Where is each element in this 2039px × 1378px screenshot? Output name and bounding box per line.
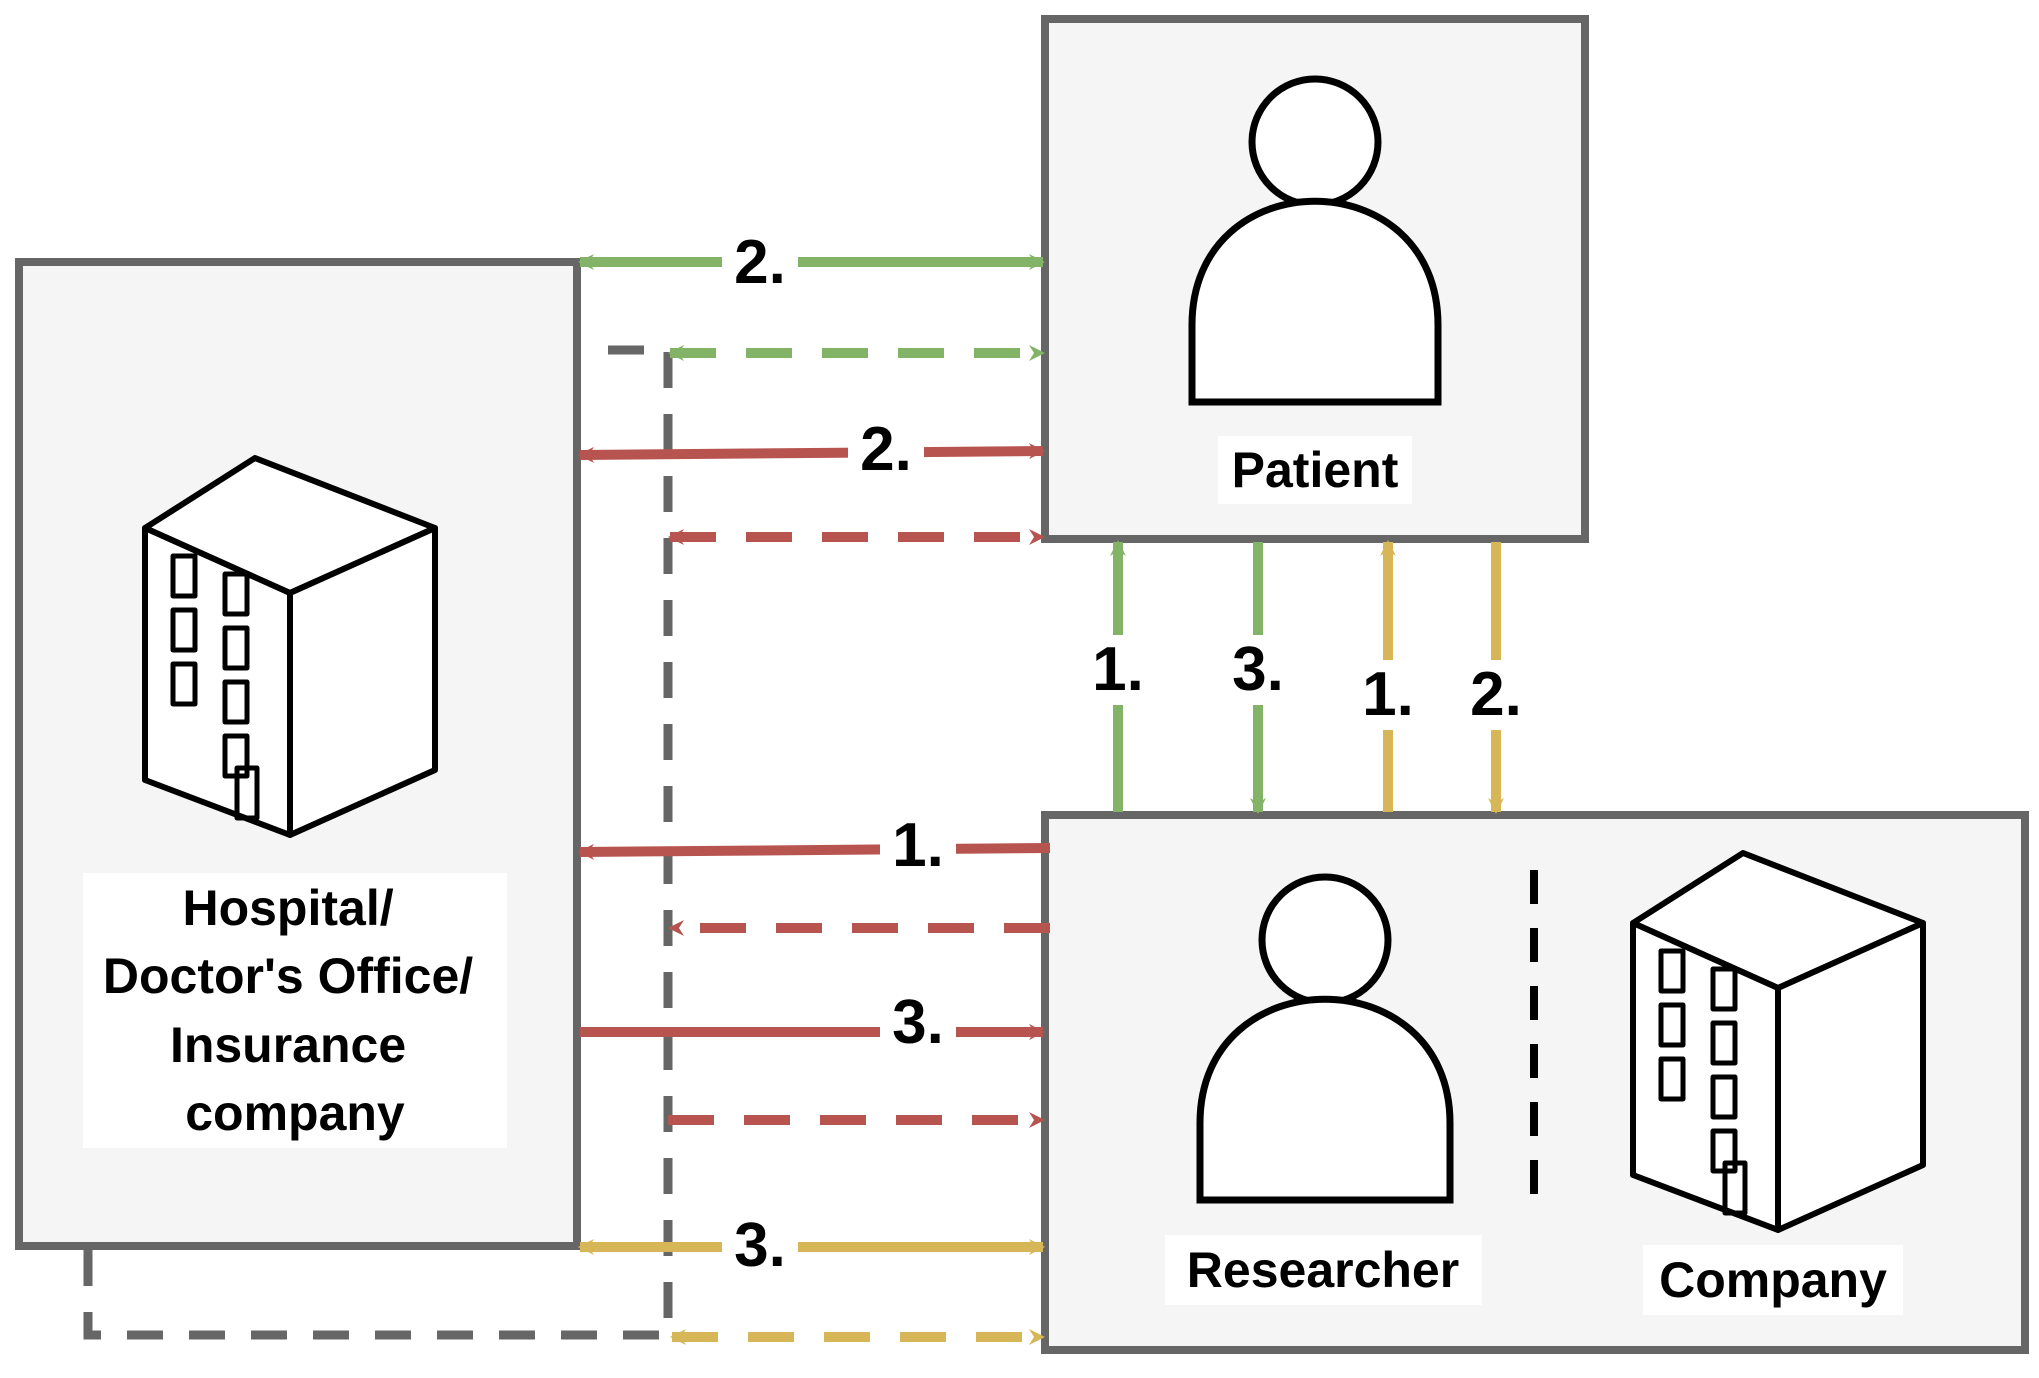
step-label-hr-red-left: 1. [892,811,944,880]
hospital-label: Hospital/ Doctor's Office/ Insurance com… [103,880,487,1141]
patient-box: Patient [1041,15,1589,543]
patient-person-icon [1188,75,1442,406]
step-label-pr-green-down: 3. [1232,635,1284,704]
patient-label: Patient [1232,442,1399,498]
company-building-icon [1630,850,1926,1233]
step-label-hp-green: 2. [734,228,786,297]
hospital-label-line: Doctor's Office/ [103,948,473,1004]
hospital-label-line: Insurance [170,1017,406,1073]
company-label: Company [1659,1252,1887,1308]
hospital-building-icon [142,455,438,838]
researcher-company-box: Researcher Company [1041,811,2029,1354]
hospital-label-line: company [185,1085,405,1141]
step-label-pr-green-up: 1. [1092,635,1144,704]
step-label-hr-yellow: 3. [734,1211,786,1280]
step-label-hp-red: 2. [860,415,912,484]
step-label-hr-red-right: 3. [892,988,944,1057]
researcher-person-icon [1196,873,1454,1204]
researcher-label: Researcher [1187,1242,1459,1298]
hospital-label-line: Hospital/ [182,880,393,936]
hospital-box: Hospital/ Doctor's Office/ Insurance com… [15,258,581,1250]
step-label-pr-yellow-down: 2. [1470,660,1522,729]
arrow-researcher-hospital-red-solid [578,843,1051,860]
step-label-pr-yellow-up: 1. [1362,660,1414,729]
arrow-hospital-patient-red-solid [578,443,1045,463]
